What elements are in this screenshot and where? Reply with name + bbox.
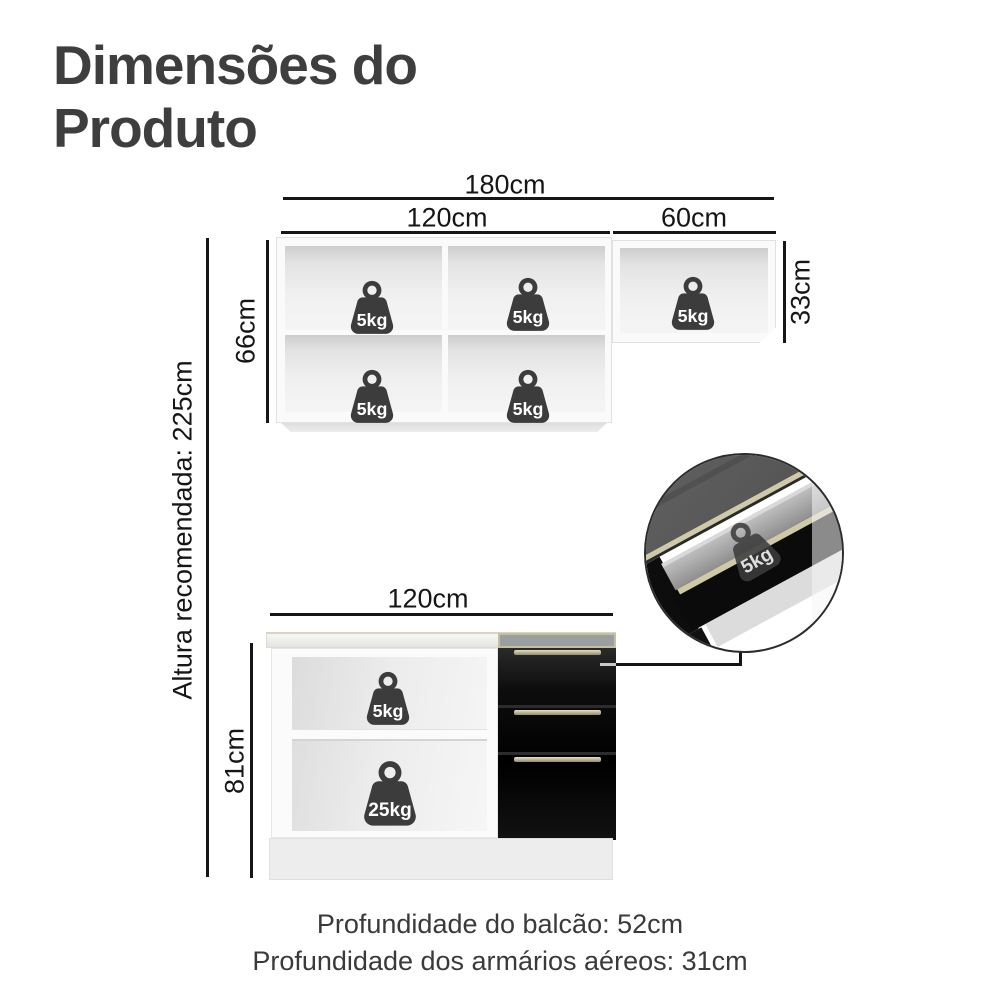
- drawer-detail-inset: 5kg: [644, 453, 844, 653]
- weight-icon: 25kg: [364, 761, 416, 826]
- drawer-handle: [514, 710, 601, 715]
- dim-label-total-width: 180cm: [464, 169, 546, 200]
- weight-icon: 5kg: [506, 369, 550, 423]
- dim-line-upper-left-width: [281, 231, 610, 234]
- counter-shelf: [292, 729, 487, 741]
- upper-cabinet-bottom-trim: [281, 423, 607, 432]
- drawer-gap: [498, 705, 616, 708]
- depth-note-wall-cabinets: Profundidade dos armários aéreos: 31cm: [252, 946, 748, 976]
- dim-line-recommended-height: [206, 238, 209, 877]
- dim-label-upper-right-width: 60cm: [660, 202, 728, 233]
- weight-label: 5kg: [678, 306, 709, 326]
- callout-line: [600, 663, 617, 666]
- depth-note-counter: Profundidade do balcão: 52cm: [316, 909, 684, 939]
- dim-label-upper-left-width: 120cm: [406, 202, 488, 233]
- drawer-gap: [498, 752, 616, 755]
- counter-plinth: [269, 838, 613, 880]
- dim-label-counter-height: 81cm: [219, 727, 250, 795]
- weight-label: 5kg: [513, 307, 544, 327]
- dim-line-counter-height: [250, 643, 253, 878]
- weight-icon: 5kg: [350, 280, 394, 334]
- drawer-unit-glass-top: [498, 633, 616, 648]
- drawer-fronts: [498, 648, 616, 840]
- dim-line-upper-right-width: [613, 231, 776, 234]
- drawer-handle: [514, 650, 601, 655]
- callout-line: [739, 648, 742, 666]
- weight-icon: 5kg: [730, 522, 781, 582]
- dim-line-total-width: [283, 197, 774, 200]
- callout-line: [616, 663, 742, 666]
- drawer-unit: [498, 633, 616, 840]
- depth-notes: Profundidade do balcão: 52cm Profundidad…: [100, 906, 900, 980]
- dim-line-upper-right-height: [783, 241, 786, 343]
- weight-label: 5kg: [357, 310, 388, 330]
- upper-cabinet-frame: [285, 246, 605, 412]
- door-handle: [514, 757, 601, 762]
- weight-icon: 5kg: [671, 276, 715, 330]
- weight-label: 5kg: [373, 701, 404, 721]
- weight-icon: 5kg: [366, 671, 410, 725]
- dim-label-upper-left-height: 66cm: [230, 297, 261, 365]
- page-title: Dimensões do Produto: [53, 34, 418, 159]
- weight-icon: 5kg: [506, 277, 550, 331]
- weight-icon: 5kg: [350, 369, 394, 423]
- dim-label-counter-width: 120cm: [387, 583, 469, 614]
- dim-label-recommended-height: Altura recomendada: 225cm: [167, 360, 198, 700]
- dim-label-upper-right-height: 33cm: [785, 258, 816, 326]
- weight-label: 25kg: [368, 800, 412, 821]
- weight-label: 5kg: [513, 399, 544, 419]
- dim-line-counter-width: [270, 613, 613, 616]
- weight-label: 5kg: [357, 399, 388, 419]
- upper-cabinet: [276, 237, 612, 423]
- dim-line-upper-left-height: [266, 240, 269, 423]
